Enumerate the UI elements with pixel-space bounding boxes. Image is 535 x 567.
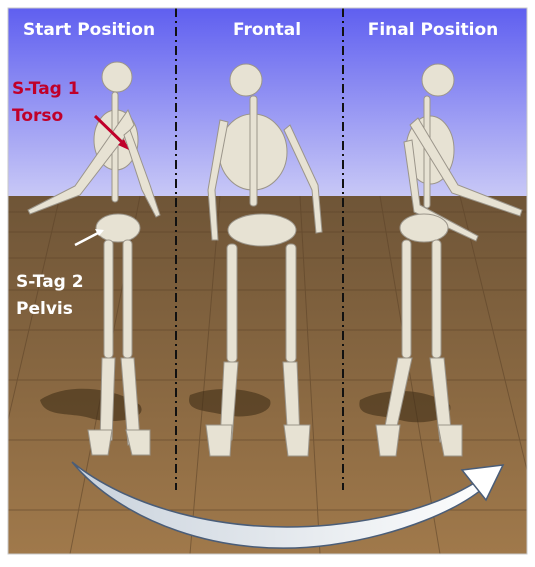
tag1-label-line1: S-Tag 1 <box>12 77 80 101</box>
panel-title-start: Start Position <box>0 20 178 40</box>
panel-title-final: Final Position <box>344 20 522 40</box>
tag1-label-line2: Torso <box>12 104 63 128</box>
panel-title-frontal: Frontal <box>178 20 356 40</box>
tag2-label-line1: S-Tag 2 <box>16 270 84 294</box>
tag2-label-line2: Pelvis <box>16 297 73 321</box>
